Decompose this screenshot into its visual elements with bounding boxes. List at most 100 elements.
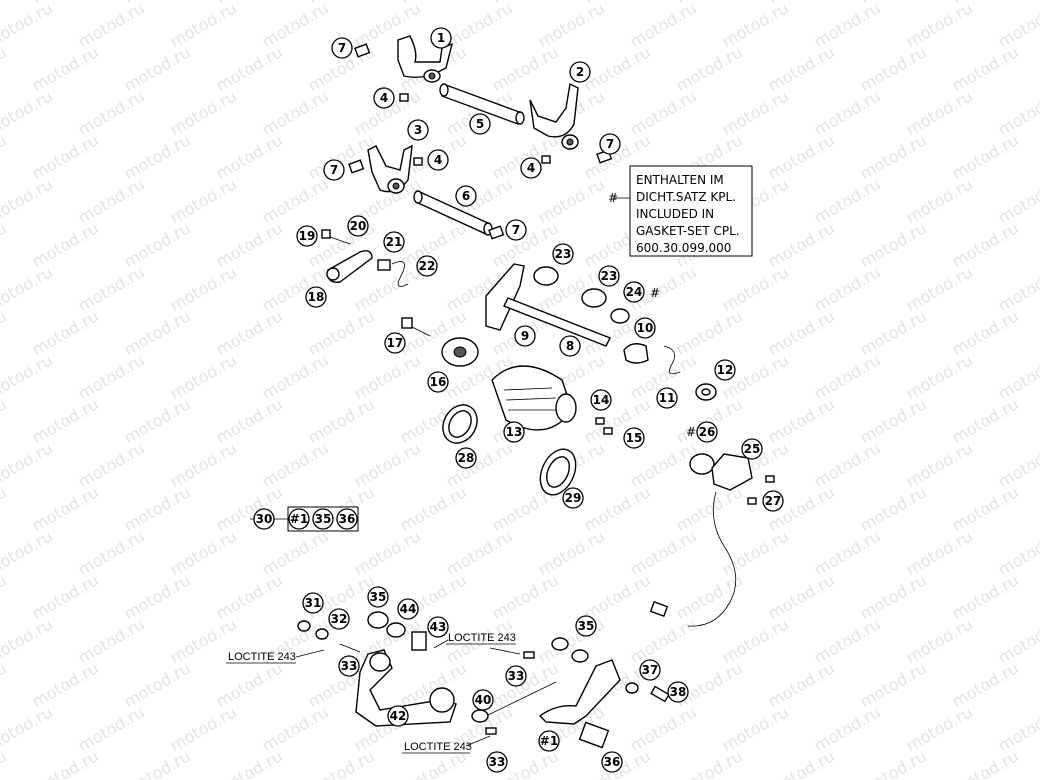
callout-circle bbox=[639, 659, 661, 681]
shift-drum-locator-16 bbox=[401, 317, 479, 367]
watermark-text: motod.ru bbox=[765, 746, 838, 780]
callout-circle bbox=[762, 490, 784, 512]
watermark-text: motod.ru bbox=[949, 42, 1022, 95]
callout-circle bbox=[427, 149, 449, 171]
callout-7: 7 bbox=[599, 133, 621, 155]
callout-38: 38 bbox=[667, 681, 689, 703]
callout-15: 15 bbox=[623, 427, 645, 449]
callout-number: 44 bbox=[400, 602, 417, 616]
callout-circle bbox=[505, 219, 527, 241]
callout-14: 14 bbox=[590, 389, 612, 411]
callout-26: 26 bbox=[696, 421, 718, 443]
watermark-text: motod.ru bbox=[581, 570, 654, 623]
callout-40: 40 bbox=[472, 689, 494, 711]
callout-42: 42 bbox=[387, 705, 409, 727]
callout-33: 33 bbox=[486, 751, 508, 773]
watermark-text: motod.ru bbox=[535, 0, 608, 51]
callout-number: 33 bbox=[508, 669, 525, 683]
callout-circle bbox=[331, 37, 353, 59]
callout-25: 25 bbox=[741, 438, 763, 460]
watermark-text: motod.ru bbox=[121, 570, 194, 623]
watermark-text: motod.ru bbox=[351, 526, 424, 579]
callout-number: 7 bbox=[606, 137, 614, 151]
watermark-text: motod.ru bbox=[0, 526, 56, 579]
watermark-text: motod.ru bbox=[811, 86, 884, 139]
watermark-text: motod.ru bbox=[213, 42, 286, 95]
kit-callout-30: 30 bbox=[253, 508, 275, 530]
callout-number: 1 bbox=[437, 31, 445, 45]
callout-circle bbox=[590, 389, 612, 411]
callout-number: 3 bbox=[414, 123, 422, 137]
callout-circle bbox=[559, 335, 581, 357]
note-line-3: INCLUDED IN bbox=[636, 207, 714, 221]
callout-number: 23 bbox=[555, 247, 572, 261]
callout-36: 36 bbox=[601, 751, 623, 773]
kit-callout-35: 35 bbox=[312, 508, 334, 530]
callout-circle bbox=[296, 225, 318, 247]
watermark-text: motod.ru bbox=[0, 130, 10, 183]
callout-circle bbox=[302, 592, 324, 614]
watermark-text: motod.ru bbox=[213, 130, 286, 183]
watermark-text: motod.ru bbox=[0, 570, 10, 623]
watermark-text: motod.ru bbox=[673, 306, 746, 359]
watermark-text: motod.ru bbox=[351, 350, 424, 403]
watermark-text: motod.ru bbox=[811, 0, 884, 51]
watermark-text: motod.ru bbox=[167, 174, 240, 227]
callout-number: 14 bbox=[593, 393, 610, 407]
watermark-text: motod.ru bbox=[995, 702, 1040, 755]
watermark-text: motod.ru bbox=[673, 482, 746, 535]
kit-callout-circle bbox=[253, 508, 275, 530]
watermark-text: motod.ru bbox=[949, 130, 1022, 183]
watermark-text: motod.ru bbox=[719, 614, 792, 667]
watermark-text: motod.ru bbox=[673, 570, 746, 623]
detent-lever-18 bbox=[321, 229, 409, 287]
callout-number: 13 bbox=[506, 425, 523, 439]
callout-number: 35 bbox=[578, 619, 595, 633]
watermark-text: motod.ru bbox=[489, 42, 562, 95]
watermark-text: motod.ru bbox=[857, 482, 930, 535]
callout-16: 16 bbox=[427, 371, 449, 393]
watermark-text: motod.ru bbox=[857, 658, 930, 711]
watermark-text: motod.ru bbox=[29, 218, 102, 271]
watermark-text: motod.ru bbox=[29, 746, 102, 780]
watermark-text: motod.ru bbox=[443, 438, 516, 491]
callout-circle bbox=[575, 615, 597, 637]
kit-callout-number: 35 bbox=[315, 512, 332, 526]
watermark-text: motod.ru bbox=[765, 658, 838, 711]
callout-circle bbox=[505, 665, 527, 687]
callout-4: 4 bbox=[520, 157, 542, 179]
watermark-text: motod.ru bbox=[167, 438, 240, 491]
watermark-text: motod.ru bbox=[995, 614, 1040, 667]
callout-28: 28 bbox=[455, 447, 477, 469]
callout-circle bbox=[503, 421, 525, 443]
callout-number: 7 bbox=[512, 223, 520, 237]
watermark-text: motod.ru bbox=[719, 0, 792, 51]
watermark-text: motod.ru bbox=[811, 526, 884, 579]
callout-circle bbox=[338, 655, 360, 677]
callout-number: 37 bbox=[642, 663, 659, 677]
callout-circle bbox=[305, 286, 327, 308]
watermark-text: motod.ru bbox=[29, 658, 102, 711]
callout-circle bbox=[486, 751, 508, 773]
callout-33: 33 bbox=[505, 665, 527, 687]
callout-circle bbox=[472, 689, 494, 711]
watermark-text: motod.ru bbox=[627, 86, 700, 139]
callout-number: 20 bbox=[350, 219, 367, 233]
callout-4: 4 bbox=[373, 87, 395, 109]
callout-number: 22 bbox=[419, 259, 436, 273]
watermark-text: motod.ru bbox=[121, 218, 194, 271]
watermark-text: motod.ru bbox=[29, 42, 102, 95]
callout-number: 12 bbox=[717, 363, 734, 377]
loctite-label-middle: LOCTITE 243 bbox=[448, 632, 516, 644]
callout-number: 18 bbox=[308, 290, 325, 304]
callout-17: 17 bbox=[384, 332, 406, 354]
callout-number: 7 bbox=[330, 163, 338, 177]
callout-circle bbox=[623, 281, 645, 303]
watermark-text: motod.ru bbox=[627, 614, 700, 667]
shift-shaft-8 bbox=[485, 263, 630, 347]
callout-circle bbox=[384, 332, 406, 354]
callout-number: #1 bbox=[540, 734, 558, 748]
shift-fork-3 bbox=[367, 144, 413, 194]
callout-circle bbox=[373, 87, 395, 109]
